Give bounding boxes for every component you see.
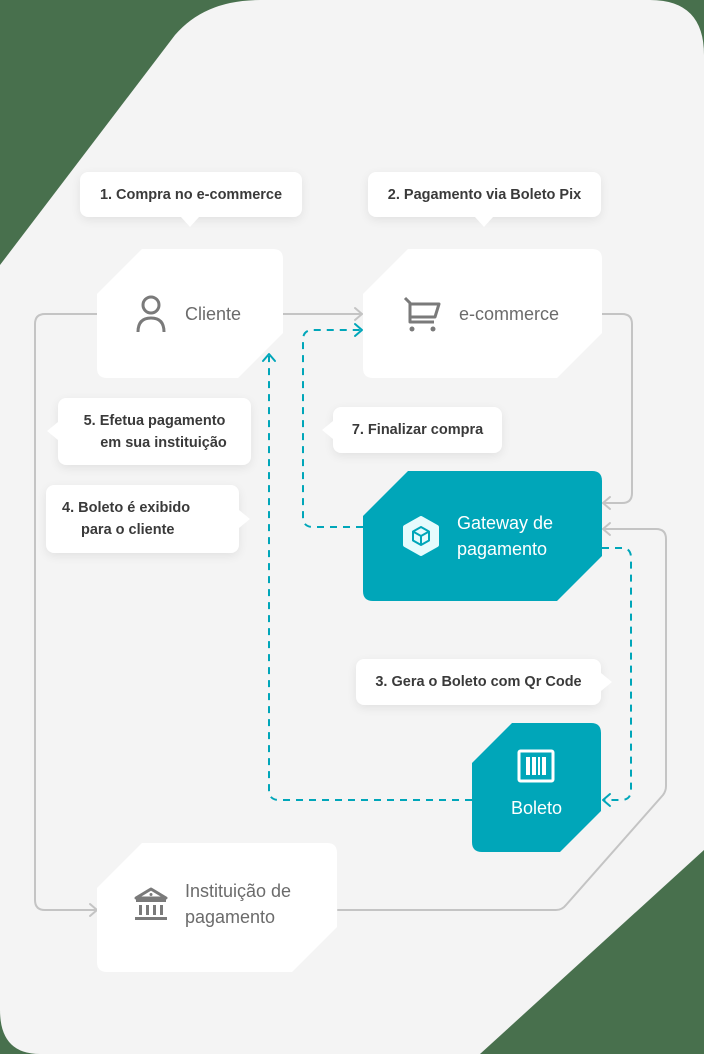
step-3-callout: 3. Gera o Boleto com Qr Code — [356, 659, 612, 705]
step-5-line1: 5. Efetua pagamento — [83, 412, 226, 429]
node-instituicao[interactable]: Instituição de pagamento — [97, 843, 337, 972]
node-shape — [472, 723, 601, 852]
step-4-line1: 4. Boleto é exibido — [62, 500, 191, 516]
callout-tail — [47, 422, 58, 440]
user-icon — [136, 295, 166, 332]
node-shape — [363, 471, 602, 601]
callout-tail — [239, 510, 250, 528]
node-ecommerce[interactable]: e-commerce — [363, 249, 602, 378]
node-boleto[interactable]: Boleto — [472, 723, 601, 852]
step-1-callout: 1. Compra no e-commerce — [80, 172, 302, 227]
step-4-line2: para o cliente — [81, 522, 175, 538]
node-gateway-label-line1: Gateway de — [457, 513, 554, 533]
shopping-cart-icon — [403, 296, 441, 331]
node-shape — [363, 249, 602, 378]
node-shape — [97, 249, 283, 378]
step-2-callout: 2. Pagamento via Boleto Pix — [368, 172, 601, 227]
step-3-text: 3. Gera o Boleto com Qr Code — [375, 674, 582, 690]
callout-tail — [322, 421, 333, 439]
step-2-text: 2. Pagamento via Boleto Pix — [387, 186, 582, 203]
bank-icon — [134, 887, 168, 920]
barcode-icon — [517, 749, 555, 782]
node-gateway[interactable]: Gateway de pagamento — [363, 471, 602, 601]
node-boleto-label: Boleto — [510, 797, 563, 818]
step-7-callout: 7. Finalizar compra — [322, 407, 502, 453]
step-4-callout: 4. Boleto é exibido para o cliente — [46, 485, 250, 553]
node-instituicao-label-line1: Instituição de — [185, 880, 292, 901]
step-1-text: 1. Compra no e-commerce — [99, 186, 283, 203]
node-cliente-label: Cliente — [185, 303, 242, 324]
step-7-text: 7. Finalizar compra — [351, 422, 484, 438]
callout-tail — [475, 217, 493, 227]
node-ecommerce-label: e-commerce — [459, 303, 560, 324]
callout-tail — [601, 673, 612, 691]
callout-tail — [181, 217, 199, 227]
step-5-line2: em sua instituição — [100, 434, 227, 451]
node-instituicao-label-line2: pagamento — [185, 906, 276, 927]
node-cliente[interactable]: Cliente — [97, 249, 283, 378]
node-gateway-label-line2: pagamento — [457, 539, 548, 559]
cube-hexagon-icon — [403, 516, 439, 556]
node-shape — [97, 843, 337, 972]
step-5-callout: 5. Efetua pagamento em sua instituição — [47, 398, 251, 465]
